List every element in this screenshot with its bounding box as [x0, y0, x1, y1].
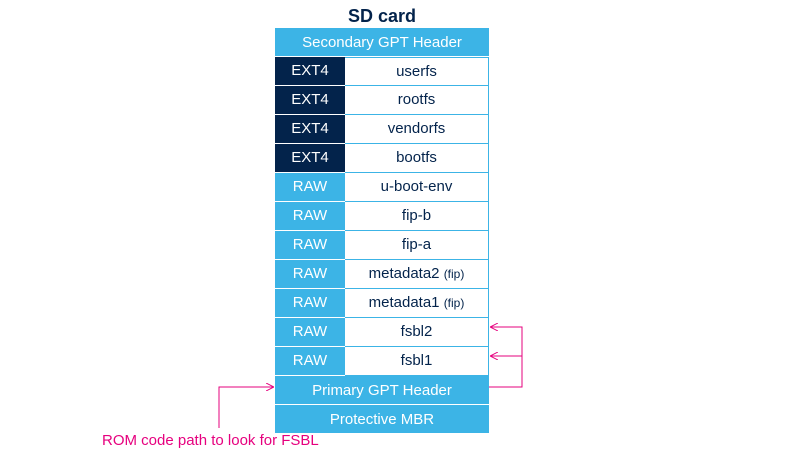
partition-row: EXT4 userfs	[275, 57, 489, 86]
partition-type: EXT4	[275, 115, 345, 144]
partition-name-text: fip-b	[401, 207, 432, 224]
partition-name: metadata1 (fip)	[345, 289, 489, 318]
protective-mbr: Protective MBR	[275, 405, 489, 434]
partition-type: EXT4	[275, 86, 345, 115]
partition-row: EXT4 bootfs	[275, 144, 489, 173]
partition-row: EXT4 rootfs	[275, 86, 489, 115]
partition-type: RAW	[275, 202, 345, 231]
partition-type: RAW	[275, 318, 345, 347]
partition-row: RAW fip-b	[275, 202, 489, 231]
partition-name: fsbl2	[345, 318, 489, 347]
partition-name-text: metadata2	[368, 265, 440, 282]
partition-name-text: bootfs	[396, 149, 437, 166]
partition-name-text: vendorfs	[387, 120, 446, 137]
gpt-to-fsbl1-arrow	[489, 356, 523, 388]
partition-type: RAW	[275, 231, 345, 260]
partition-name-text: fip-a	[401, 236, 432, 253]
partition-row: RAW metadata2 (fip)	[275, 260, 489, 289]
partition-name-text: u-boot-env	[380, 178, 453, 195]
partition-row: RAW fip-a	[275, 231, 489, 260]
partition-name-text: rootfs	[397, 91, 436, 108]
partition-name: rootfs	[345, 86, 489, 115]
sd-card-layout: Secondary GPT Header EXT4 userfs EXT4 ro…	[275, 28, 489, 434]
partition-name: fsbl1	[345, 347, 489, 376]
partition-row: EXT4 vendorfs	[275, 115, 489, 144]
partition-name: fip-b	[345, 202, 489, 231]
partition-name: u-boot-env	[345, 173, 489, 202]
secondary-gpt-header: Secondary GPT Header	[275, 28, 489, 57]
primary-gpt-header: Primary GPT Header	[275, 376, 489, 405]
partition-type: RAW	[275, 260, 345, 289]
rom-code-path-label: ROM code path to look for FSBL	[102, 432, 319, 449]
partition-name: vendorfs	[345, 115, 489, 144]
partition-type: EXT4	[275, 144, 345, 173]
rom-path-arrow	[218, 387, 273, 428]
partition-name-text: userfs	[396, 63, 437, 80]
partition-name-text: fsbl2	[400, 323, 433, 340]
partition-type: EXT4	[275, 57, 345, 86]
diagram-title: SD card	[347, 6, 417, 26]
partition-row: RAW metadata1 (fip)	[275, 289, 489, 318]
partition-type: RAW	[275, 347, 345, 376]
partition-type: RAW	[275, 289, 345, 318]
partition-name: fip-a	[345, 231, 489, 260]
partition-suffix: (fip)	[443, 267, 465, 281]
partition-name: metadata2 (fip)	[345, 260, 489, 289]
partition-suffix: (fip)	[443, 296, 465, 310]
partition-row: RAW fsbl2	[275, 318, 489, 347]
partition-row: RAW u-boot-env	[275, 173, 489, 202]
partition-name-text: fsbl1	[400, 352, 433, 369]
partition-row: RAW fsbl1	[275, 347, 489, 376]
partition-type: RAW	[275, 173, 345, 202]
partition-name: bootfs	[345, 144, 489, 173]
partition-name: userfs	[345, 57, 489, 86]
partition-name-text: metadata1	[368, 294, 440, 311]
fsbl1-to-fsbl2-arrow	[491, 327, 523, 356]
